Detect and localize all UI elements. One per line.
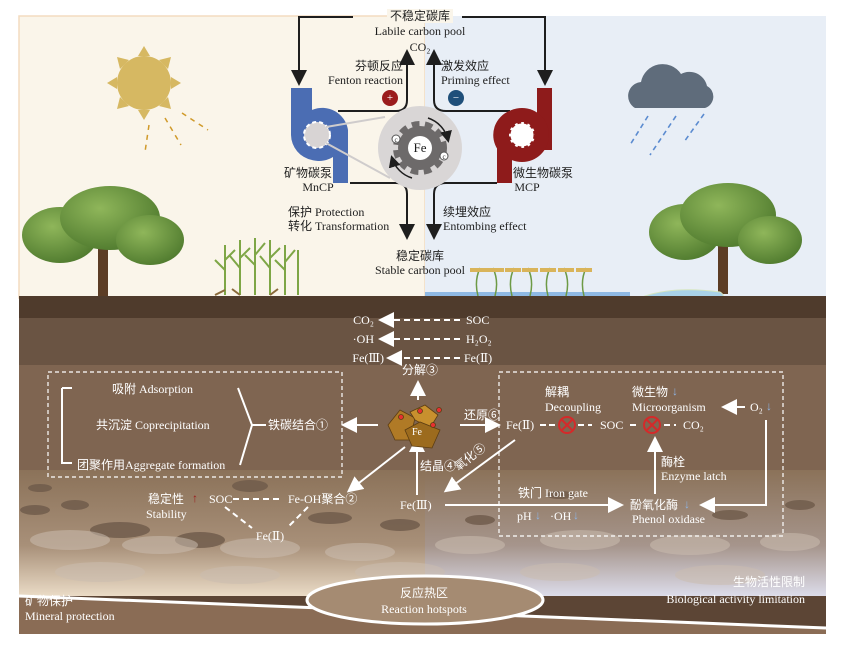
positive-effect-icon [382, 90, 398, 106]
decrease-arrow-icon: ↓ [766, 399, 772, 413]
protection-label: 保护 Protection [288, 205, 365, 219]
mineral-protection-cn: 矿物保护 [25, 594, 74, 608]
hotspot-en: Reaction hotspots [381, 602, 467, 616]
stability-cn: 稳定性 [148, 492, 185, 506]
decoupling-en: Decoupling [545, 400, 601, 414]
soil-process-arrows [61, 312, 767, 529]
mineral-carbon-pump-icon [291, 88, 391, 183]
reaction-product: CO₂ [353, 313, 374, 327]
increase-arrow-icon: ↑ [192, 491, 198, 505]
decrease-arrow-icon: ↓ [672, 384, 678, 398]
stable-pool-cn: 稳定碳库 [395, 249, 445, 263]
transformation-label: 转化 Transformation [288, 219, 390, 233]
decompose-label: 分解③ [401, 363, 439, 377]
blocked-cross-icon [643, 416, 661, 434]
reaction-reactant: Fe(Ⅱ) [464, 351, 493, 365]
adsorption-label: 吸附 Adsorption [112, 382, 194, 396]
bio-limitation-en: Biological activity limitation [666, 592, 805, 606]
coprecipitation-label: 共沉淀 Coprecipitation [96, 418, 210, 432]
mncp-cn: 矿物碳泵 [283, 166, 332, 180]
decrease-arrow-icon: ↓ [535, 508, 541, 522]
labile-pool-cn: 不稳定碳库 [386, 9, 454, 23]
aggregate-label: 团聚作用Aggregate formation [77, 458, 226, 472]
decoupling-cn: 解耦 [545, 385, 570, 399]
reaction-reactant: H₂O₂ [466, 332, 492, 346]
reaction-reactant: SOC [466, 313, 490, 327]
biological-limitation-box [498, 371, 784, 537]
rice-crop-icon [470, 267, 592, 297]
plus-sign: + [386, 92, 394, 104]
oh-label: ·OH [550, 509, 572, 523]
reaction-product: ·OH [352, 332, 374, 346]
tree-left [22, 186, 184, 297]
mineral-binding-box [47, 371, 343, 478]
reaction-hotspot-ellipse [305, 574, 545, 626]
fe2-right: Fe(Ⅱ) [506, 418, 535, 432]
priming-en: Priming effect [441, 73, 510, 87]
bio-limitation-cn: 生物活性限制 [732, 575, 805, 589]
stability-en: Stability [146, 507, 187, 521]
reaction-product: Fe(Ⅲ) [352, 351, 384, 365]
blocked-cross-icon [558, 416, 576, 434]
crystallization-label: 结晶④ [420, 459, 457, 473]
rain-cloud-icon [628, 64, 714, 156]
phenol-oxidase-cn: 酚氧化酶 [630, 498, 679, 512]
enzyme-latch-cn: 酶栓 [661, 455, 686, 469]
fe-center-label: Fe [413, 140, 427, 155]
reduction-label: 还原⑥ [464, 408, 501, 422]
iron-gate-label: 铁门 Iron gate [518, 486, 588, 500]
tree-right [649, 183, 802, 294]
soc-right: SOC [600, 418, 624, 432]
carbon-mark: c [394, 136, 398, 144]
hotspot-cn: 反应热区 [399, 586, 449, 600]
ph-label: pH [517, 509, 532, 523]
negative-effect-icon [448, 90, 464, 106]
enzyme-latch-en: Enzyme latch [661, 469, 727, 483]
iron-gear-icon [378, 106, 462, 190]
iron-mineral-crystal-icon [387, 404, 442, 449]
labile-pool-en: Labile carbon pool [374, 24, 466, 38]
soc-left: SOC [209, 492, 233, 506]
sun-icon [107, 46, 209, 153]
fe-oh-polymer-label: Fe-OH聚合② [288, 492, 358, 506]
fe-mineral-label: Fe [412, 427, 422, 438]
co2-right: CO₂ [683, 418, 704, 432]
microorganism-cn: 微生物 [632, 385, 669, 399]
minus-sign: − [452, 92, 460, 104]
corn-crop-icon [214, 238, 299, 296]
fe2-bottom: Fe(Ⅱ) [255, 529, 285, 543]
fenton-en: Fenton reaction [328, 73, 403, 87]
decrease-arrow-icon: ↓ [573, 508, 579, 522]
mncp-en: MnCP [302, 180, 334, 194]
o2-label: O₂ [750, 400, 763, 414]
mcp-en: MCP [514, 180, 540, 194]
carbon-mark: c [442, 153, 446, 161]
mcp-cn: 微生物碳泵 [513, 166, 574, 180]
fe3-mid: Fe(Ⅲ) [400, 498, 432, 512]
stable-pool-en: Stable carbon pool [375, 263, 465, 277]
co2-label: CO₂ [409, 40, 431, 54]
microorganism-en: Microorganism [632, 400, 706, 414]
priming-cn: 激发效应 [441, 59, 490, 73]
microbial-carbon-pump-icon [493, 88, 552, 183]
entombing-cn: 续埋效应 [443, 205, 492, 219]
fe-c-binding-label: 铁碳结合① [268, 418, 329, 432]
decrease-arrow-icon: ↓ [684, 497, 690, 511]
entombing-en: Entombing effect [443, 219, 527, 233]
mineral-protection-en: Mineral protection [25, 609, 115, 623]
fenton-cn: 芬顿反应 [354, 59, 403, 73]
phenol-oxidase-en: Phenol oxidase [632, 512, 705, 526]
